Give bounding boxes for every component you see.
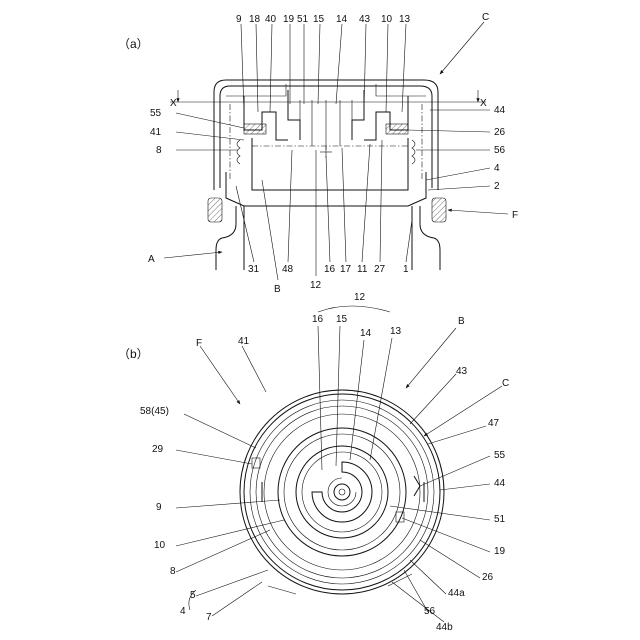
label-a-13: 13	[399, 14, 411, 25]
label-a-12: 12	[310, 280, 322, 291]
label-a-C: C	[482, 12, 489, 23]
figure-a-caption: （a）	[118, 37, 149, 51]
label-a-31: 31	[248, 264, 260, 275]
label-a-15: 15	[313, 14, 325, 25]
leaders-a	[164, 22, 508, 280]
label-a-51: 51	[297, 14, 309, 25]
label-a-16: 16	[324, 264, 336, 275]
band-knurl-right-F	[432, 198, 446, 222]
label-b-C: C	[502, 378, 509, 389]
spout-inner-curve	[328, 478, 356, 506]
seal-left-55	[244, 124, 266, 134]
label-b-43: 43	[456, 366, 468, 377]
band-knurl-left	[208, 198, 222, 222]
label-b-44b: 44b	[436, 622, 453, 633]
section-label-right: X	[480, 98, 487, 109]
label-b-29: 29	[152, 444, 164, 455]
label-a-F: F	[512, 210, 518, 221]
ring-9	[278, 428, 406, 556]
label-b-9: 9	[156, 502, 162, 513]
spout-ribs	[300, 100, 352, 150]
ring-13	[296, 446, 388, 538]
label-a-43: 43	[359, 14, 371, 25]
label-b-7: 7	[206, 612, 212, 623]
ring-55	[264, 414, 420, 570]
label-a-18: 18	[249, 14, 261, 25]
ring-10	[284, 434, 400, 550]
figure-b-caption: （b）	[118, 347, 149, 361]
label-a-4: 4	[494, 163, 500, 174]
label-a-26: 26	[494, 127, 506, 138]
label-b-15: 15	[336, 314, 348, 325]
label-b-58-45: 58(45)	[140, 406, 169, 417]
label-b-F: F	[196, 338, 202, 349]
label-b-56: 56	[424, 606, 436, 617]
label-b-19: 19	[494, 546, 506, 557]
figure-b-plan-view: （b）	[118, 292, 509, 633]
label-a-27: 27	[374, 264, 386, 275]
label-a-9: 9	[236, 14, 242, 25]
figure-a-section-view: （a） X X	[118, 12, 518, 295]
label-a-19: 19	[283, 14, 295, 25]
spout-center-dot	[339, 489, 345, 495]
label-b-4: 4	[180, 606, 186, 617]
label-a-11: 11	[357, 264, 368, 275]
label-a-10: 10	[381, 14, 393, 25]
leaders-b	[176, 306, 502, 622]
seal-right-26	[386, 124, 408, 134]
label-b-55: 55	[494, 450, 506, 461]
label-b-44a: 44a	[448, 588, 465, 599]
label-a-A: A	[148, 254, 155, 265]
label-b-16: 16	[312, 314, 324, 325]
label-a-48: 48	[282, 264, 294, 275]
thread-right-56	[412, 140, 415, 164]
label-b-44: 44	[494, 478, 506, 489]
label-a-17: 17	[340, 264, 352, 275]
label-b-B: B	[458, 316, 465, 327]
label-b-47: 47	[488, 418, 500, 429]
label-a-55: 55	[150, 108, 162, 119]
label-a-2: 2	[494, 181, 500, 192]
label-b-5: 5	[190, 590, 196, 601]
label-b-14: 14	[360, 328, 372, 339]
label-a-56: 56	[494, 145, 506, 156]
label-b-51: 51	[494, 514, 506, 525]
label-a-41: 41	[150, 127, 162, 138]
spout-channel-15	[312, 462, 372, 522]
label-a-44: 44	[494, 105, 506, 116]
thread-left-8	[237, 140, 240, 164]
label-b-10: 10	[154, 540, 166, 551]
section-label-left: X	[170, 98, 177, 109]
label-a-40: 40	[265, 14, 277, 25]
label-a-8: 8	[156, 145, 162, 156]
label-b-26: 26	[482, 572, 494, 583]
label-a-1: 1	[403, 264, 409, 275]
label-b-12: 12	[354, 292, 366, 303]
label-b-41: 41	[238, 336, 250, 347]
tamper-band-4	[226, 172, 426, 206]
ring-47	[256, 406, 428, 578]
label-b-8: 8	[170, 566, 176, 577]
label-b-13: 13	[390, 326, 402, 337]
label-a-14: 14	[336, 14, 348, 25]
label-a-B: B	[274, 284, 281, 295]
spout-center-16	[334, 484, 350, 500]
